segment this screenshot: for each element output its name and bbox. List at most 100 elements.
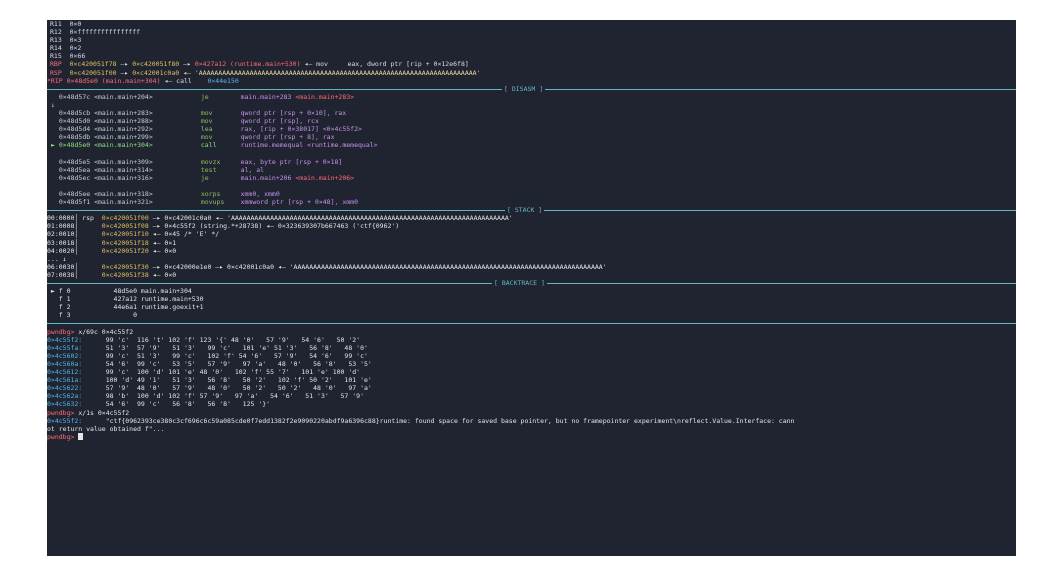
stack-address: 0×c420051f10 — [101, 230, 149, 239]
hexdump-address: 0×4c55fa: — [47, 343, 83, 352]
disasm-line[interactable]: 0×48d5e5 <main.main+309>movzx eax, byte … — [47, 158, 1016, 166]
disasm-operands: xmm0, xmm0 — [240, 189, 280, 198]
hexdump-address: 0×4c562a: — [47, 392, 83, 401]
hexdump-values: 100 'd' 49 '1' 51 '3' 56 '8' 50 '2' 102 … — [82, 376, 372, 385]
disasm-address: 0×48d5d0 <main.main+288> — [58, 117, 153, 126]
disasm-marker — [51, 125, 55, 133]
disasm-address: 0×48d5db <main.main+299> — [58, 133, 153, 142]
disasm-line[interactable]: ► 0×48d5e0 <main.main+304>call runtime.m… — [47, 141, 1016, 149]
stack-index: 07:0038│ — [47, 270, 102, 279]
hexdump-address: 0×4c55f2: — [47, 335, 83, 344]
disasm-address: 0×48d5ec <main.main+316> — [58, 173, 153, 182]
hexdump-row: 0×4c55fa: 51 '3' 57 '9' 51 '3' 99 'c' 10… — [47, 344, 1016, 352]
disasm-line[interactable]: 0×48d5db <main.main+299> mov qword ptr [r… — [47, 133, 1016, 141]
register-value: 0×2 — [69, 44, 82, 53]
hexdump-address: 0×4c5632: — [47, 400, 83, 409]
stack-value: ◂— 0×45 /* 'E' */ — [148, 230, 220, 239]
disasm-marker — [51, 109, 55, 117]
register-r13: R13 0×3 — [47, 36, 1016, 44]
disasm-gap — [47, 150, 1016, 158]
stack-address: 0×c420051f18 — [101, 238, 149, 247]
register-name: R14 — [50, 44, 62, 53]
stack-row: 01:0008│ 0×c420051f08 —▸ 0×4c55f2 (strin… — [47, 222, 1016, 230]
stack-row: ... ↓ — [47, 255, 1016, 263]
disasm-marker — [51, 190, 55, 198]
hexdump-address: 0×4c5622: — [47, 384, 83, 393]
hexdump-values: 54 '6' 99 'c' 53 '5' 57 '9' 97 'a' 48 '0… — [82, 359, 372, 368]
disasm-line[interactable]: 0×48d5d4 <main.main+292>lea rax, [rip + … — [47, 125, 1016, 133]
stack-value: —▸ 0×c42001c0a0 ◂— 'AAAAAAAAAAAAAAAAAAAA… — [148, 214, 513, 223]
disasm-operands: main.main+283 — [240, 92, 296, 101]
bottom-separator — [47, 319, 1016, 327]
backtrace-frame[interactable]: f 1 427a12 runtime.main+530 — [47, 295, 204, 304]
disasm-marker — [51, 166, 55, 174]
disasm-mnemonic: movzx — [200, 157, 221, 166]
disasm-line[interactable]: 0×48d5ea <main.main+314>test al, al — [47, 166, 1016, 174]
stack-address: 0×c420051f38 — [101, 270, 149, 279]
disasm-mnemonic: xorps — [200, 189, 221, 198]
disasm-address: 0×48d5d4 <main.main+292> — [58, 125, 153, 134]
register-name: R15 — [50, 52, 62, 61]
backtrace-frame[interactable]: f 2 44e6a1 runtime.goexit+1 — [47, 303, 204, 312]
stack-row: 04:0020│ 0×c420051f20 ◂— 0×0 — [47, 247, 1016, 255]
disasm-operands: main.main+206 — [240, 173, 296, 182]
hexdump-values: 54 '6' 99 'c' 56 '8' 56 '8' 125 '}' — [82, 400, 271, 409]
stack-panel: 00:0000│ rsp 0×c420051f00 —▸ 0×c42001c0a… — [47, 214, 1016, 279]
register-rsp: RSP 0×c420051f00 —▸ 0×c42001c0a0 ◂— 'AAA… — [50, 68, 481, 77]
stack-row: 07:0038│ 0×c420051f38 ◂— 0×0 — [47, 271, 1016, 279]
register-r11: R11 0×0 — [47, 20, 1016, 28]
register-name: R12 — [50, 28, 62, 37]
hexdump-values: 99 'c' 100 'd' 101 'e' 48 '0' 102 'f' 55… — [82, 368, 361, 377]
disasm-line[interactable]: 0×48d5f1 <main.main+321>movups xmmword p… — [47, 198, 1016, 206]
register-value: 0×66 — [69, 52, 86, 61]
string-output-cont: ot return value obtained f"... — [47, 424, 165, 433]
disasm-operands: qword ptr [rsp + 8], rax — [240, 133, 335, 142]
register-r12: R12 0×ffffffffffffffff — [47, 28, 1016, 36]
register-name: R11 — [50, 20, 62, 28]
disasm-mnemonic: call — [200, 141, 217, 150]
disasm-marker — [51, 158, 55, 166]
hexdump-row: 0×4c562a: 98 'b' 100 'd' 102 'f' 57 '9' … — [47, 392, 1016, 400]
hexdump-row: 0×4c5622: 57 '9' 48 '0' 57 '9' 48 '0' 50… — [47, 384, 1016, 392]
command-line-1: pwndbg> x/69c 0×4c55f2 — [47, 327, 134, 336]
hexdump-values: 51 '3' 57 '9' 51 '3' 99 'c' 101 'e' 51 '… — [82, 343, 368, 352]
hexdump-row: 0×4c55f2: 99 'c' 116 't' 102 'f' 123 '{'… — [47, 336, 1016, 344]
disasm-gap — [47, 182, 1016, 190]
disasm-mnemonic: je — [200, 173, 209, 182]
stack-address: 0×c420051f08 — [101, 222, 149, 231]
active-prompt[interactable]: pwndbg> — [47, 432, 1016, 441]
backtrace-frame[interactable]: f 3 0 — [47, 311, 138, 320]
stack-value: ◂— 0×0 — [148, 246, 177, 255]
hexdump-row: 0×4c561a: 100 'd' 49 '1' 51 '3' 56 '8' 5… — [47, 376, 1016, 384]
register-r15: R15 0×66 — [47, 52, 1016, 60]
disasm-mnemonic: movups — [200, 198, 225, 207]
disasm-mnemonic: mov — [200, 133, 213, 142]
hexdump-values: 99 'c' 116 't' 102 'f' 123 '{' 48 '0' 57… — [82, 335, 361, 344]
stack-row: 03:0018│ 0×c420051f18 ◂— 0×1 — [47, 239, 1016, 247]
disasm-line[interactable]: 0×48d5ee <main.main+318> xorps xmm0, xmm0 — [47, 190, 1016, 198]
disasm-operands: rax, [rip + 0×38017] <0×4c55f2> — [240, 125, 362, 134]
disasm-line[interactable]: 0×48d5d0 <main.main+288> mov qword ptr [r… — [47, 117, 1016, 125]
disasm-operands: qword ptr [rsp], rcx — [240, 117, 319, 126]
disasm-line[interactable]: ↓ — [47, 101, 1016, 109]
disasm-line[interactable]: 0×48d5ec <main.main+316> je main.main+206… — [47, 174, 1016, 182]
disasm-address: 0×48d5ee <main.main+318> — [58, 189, 153, 198]
disasm-separator: [ DISASM ] — [47, 84, 1016, 93]
disasm-mnemonic: mov — [200, 117, 213, 126]
disasm-line[interactable]: 0×48d5cb <main.main+283>mov qword ptr [r… — [47, 109, 1016, 117]
disasm-address: 0×48d5cb <main.main+283> — [58, 109, 153, 118]
stack-value: ◂— 0×0 — [148, 270, 177, 279]
disasm-target: <main.main+206> — [295, 173, 355, 182]
hexdump-output: 0×4c55f2: 99 'c' 116 't' 102 'f' 123 '{'… — [47, 336, 1016, 409]
backtrace-separator: [ BACKTRACE ] — [47, 279, 1016, 288]
disasm-line[interactable]: 0×48d57c <main.main+204>je main.main+283… — [47, 93, 1016, 101]
register-value: 0×3 — [69, 36, 82, 45]
hexdump-address: 0×4c560a: — [47, 359, 83, 368]
disasm-marker: ► — [51, 141, 55, 150]
stack-row: 02:0010│ 0×c420051f10 ◂— 0×45 /* 'E' */ — [47, 230, 1016, 238]
backtrace-frame[interactable]: ► f 0 48d5e0 main.main+304 — [47, 287, 192, 296]
stack-address: 0×c420051f20 — [101, 246, 149, 255]
stack-value: ◂— 0×1 — [148, 238, 177, 247]
hexdump-row: 0×4c560a: 54 '6' 99 'c' 53 '5' 57 '9' 97… — [47, 360, 1016, 368]
